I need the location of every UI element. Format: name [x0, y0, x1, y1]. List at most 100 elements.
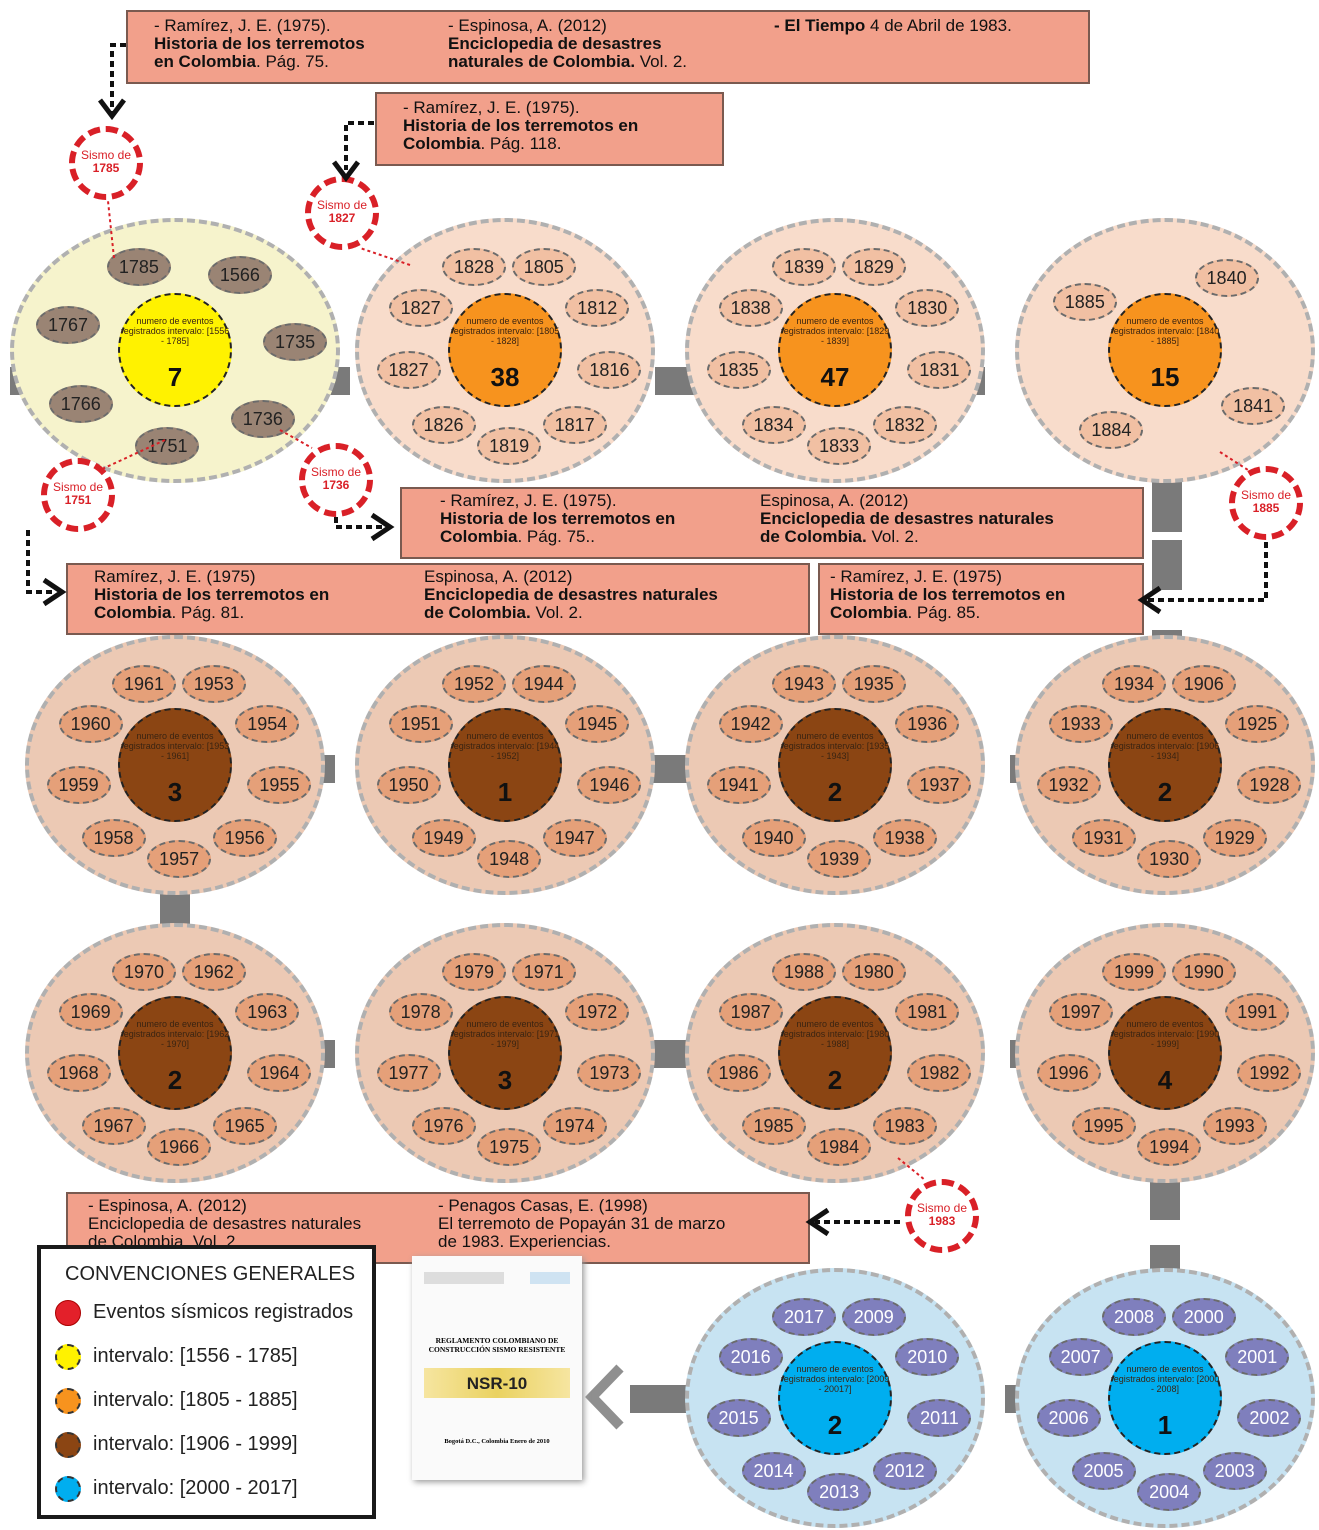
cluster-1829-1839: numero de eventos registrados intervalo:…	[685, 217, 985, 483]
cluster-1990-1999: numero de eventos registrados intervalo:…	[1015, 923, 1315, 1183]
year-node: 2000	[1171, 1298, 1236, 1337]
brown-circle-icon	[55, 1431, 81, 1458]
cluster-2000-2008: numero de eventos registrados intervalo:…	[1015, 1268, 1315, 1528]
cluster-center: numero de eventos registrados intervalo:…	[1108, 293, 1222, 407]
year-node: 1987	[718, 993, 783, 1032]
year-node: 1832	[872, 405, 937, 444]
center-label: numero de eventos registrados intervalo:…	[1110, 1364, 1220, 1394]
year-node: 1978	[388, 993, 453, 1032]
year-node: 1826	[411, 405, 476, 444]
year-node: 1973	[577, 1053, 642, 1092]
cluster-1840-1885: numero de eventos registrados intervalo:…	[1015, 217, 1315, 483]
year-node: 1997	[1048, 993, 1113, 1032]
year-node: 1992	[1237, 1053, 1302, 1092]
year-node: 1941	[706, 765, 771, 804]
year-node: 1566	[207, 256, 272, 295]
year-node: 1953	[181, 665, 246, 704]
year-node: 1835	[706, 351, 771, 390]
year-node: 1949	[411, 818, 476, 857]
cluster-1962-1970: numero de eventos registrados intervalo:…	[25, 923, 325, 1183]
year-node: 1751	[135, 427, 200, 466]
year-node: 1828	[442, 248, 507, 287]
year-node: 2001	[1225, 1337, 1290, 1376]
center-label: numero de eventos registrados intervalo:…	[1110, 731, 1220, 761]
year-node: 1940	[741, 818, 806, 857]
reference-box-2: - Ramírez, J. E. (1975).Historia de los …	[375, 92, 724, 166]
year-node: 2014	[741, 1451, 806, 1490]
year-node: 1812	[565, 288, 630, 327]
year-node: 1977	[376, 1053, 441, 1092]
year-node: 1938	[872, 818, 937, 857]
year-node: 1928	[1237, 765, 1302, 804]
year-node: 1988	[772, 953, 837, 992]
year-node: 1929	[1202, 818, 1267, 857]
year-node: 1884	[1079, 411, 1144, 450]
year-node: 2017	[772, 1298, 837, 1337]
legend-item-interval-4: intervalo: [2000 - 2017]	[55, 1473, 298, 1503]
year-node: 1958	[81, 818, 146, 857]
year-node: 1736	[230, 399, 295, 438]
year-node: 2016	[718, 1338, 783, 1377]
event-count: 47	[820, 362, 850, 392]
year-node: 1831	[907, 350, 972, 389]
year-node: 1829	[841, 248, 906, 287]
year-node: 2003	[1202, 1451, 1267, 1490]
cluster-center: numero de eventos registrados intervalo:…	[778, 293, 892, 407]
event-count: 4	[1157, 1065, 1173, 1095]
year-node: 2012	[872, 1451, 937, 1490]
citation-espinosa-c: Espinosa, A. (2012)Enciclopedia de desas…	[424, 567, 718, 622]
year-node: 2013	[807, 1472, 872, 1511]
year-node: 1981	[895, 992, 960, 1031]
legend: CONVENCIONES GENERALES Eventos sísmicos …	[37, 1245, 376, 1519]
citation-ramirez-85: - Ramírez, J. E. (1975)Historia de los t…	[830, 567, 1066, 622]
year-node: 1986	[706, 1053, 771, 1092]
year-node: 1951	[388, 705, 453, 744]
year-node: 2005	[1071, 1451, 1136, 1490]
year-node: 2009	[841, 1298, 906, 1337]
event-count: 3	[497, 1065, 513, 1095]
legend-item-interval-2: intervalo: [1805 - 1885]	[55, 1385, 298, 1415]
cluster-center: numero de eventos registrados intervalo:…	[1108, 1341, 1222, 1455]
year-node: 1934	[1102, 665, 1167, 704]
legend-item-interval-1: intervalo: [1556 - 1785]	[55, 1341, 298, 1371]
year-node: 1996	[1036, 1053, 1101, 1092]
event-count: 38	[490, 362, 520, 392]
cluster-center: numero de eventos registrados intervalo:…	[118, 996, 232, 1110]
year-node: 1833	[807, 427, 872, 466]
year-node: 1943	[772, 665, 837, 704]
cluster-center: numero de eventos registrados intervalo:…	[1108, 996, 1222, 1110]
year-node: 1805	[511, 248, 576, 287]
blue-circle-icon	[55, 1475, 81, 1502]
year-node: 1819	[477, 427, 542, 466]
citation-el-tiempo: - El Tiempo 4 de Abril de 1983.	[774, 16, 1012, 35]
year-node: 1994	[1137, 1127, 1202, 1166]
center-label: numero de eventos registrados intervalo:…	[120, 1019, 230, 1049]
cluster-1971-1979: numero de eventos registrados intervalo:…	[355, 923, 655, 1183]
year-node: 1976	[411, 1106, 476, 1145]
center-label: numero de eventos registrados intervalo:…	[780, 1364, 890, 1394]
cluster-center: numero de eventos registrados intervalo:…	[448, 996, 562, 1110]
event-count: 2	[167, 1065, 183, 1095]
year-node: 1962	[181, 953, 246, 992]
citation-ramirez-118: - Ramírez, J. E. (1975).Historia de los …	[403, 98, 639, 153]
year-node: 1960	[58, 705, 123, 744]
reference-box-4: Ramírez, J. E. (1975)Historia de los ter…	[66, 563, 810, 635]
year-node: 1995	[1071, 1106, 1136, 1145]
year-node: 1931	[1071, 818, 1136, 857]
citation-penagos: - Penagos Casas, E. (1998)El terremoto d…	[438, 1196, 726, 1251]
year-node: 1961	[112, 665, 177, 704]
event-count: 15	[1150, 362, 1180, 392]
year-node: 2010	[895, 1337, 960, 1376]
year-node: 1906	[1171, 665, 1236, 704]
event-count: 2	[827, 1410, 843, 1440]
year-node: 1974	[542, 1106, 607, 1145]
year-node: 1969	[58, 993, 123, 1032]
year-node: 1999	[1102, 953, 1167, 992]
center-label: numero de eventos registrados intervalo:…	[780, 731, 890, 761]
center-label: numero de eventos registrados intervalo:…	[450, 731, 560, 761]
year-node: 1985	[741, 1106, 806, 1145]
cluster-1906-1934: numero de eventos registrados intervalo:…	[1015, 635, 1315, 895]
